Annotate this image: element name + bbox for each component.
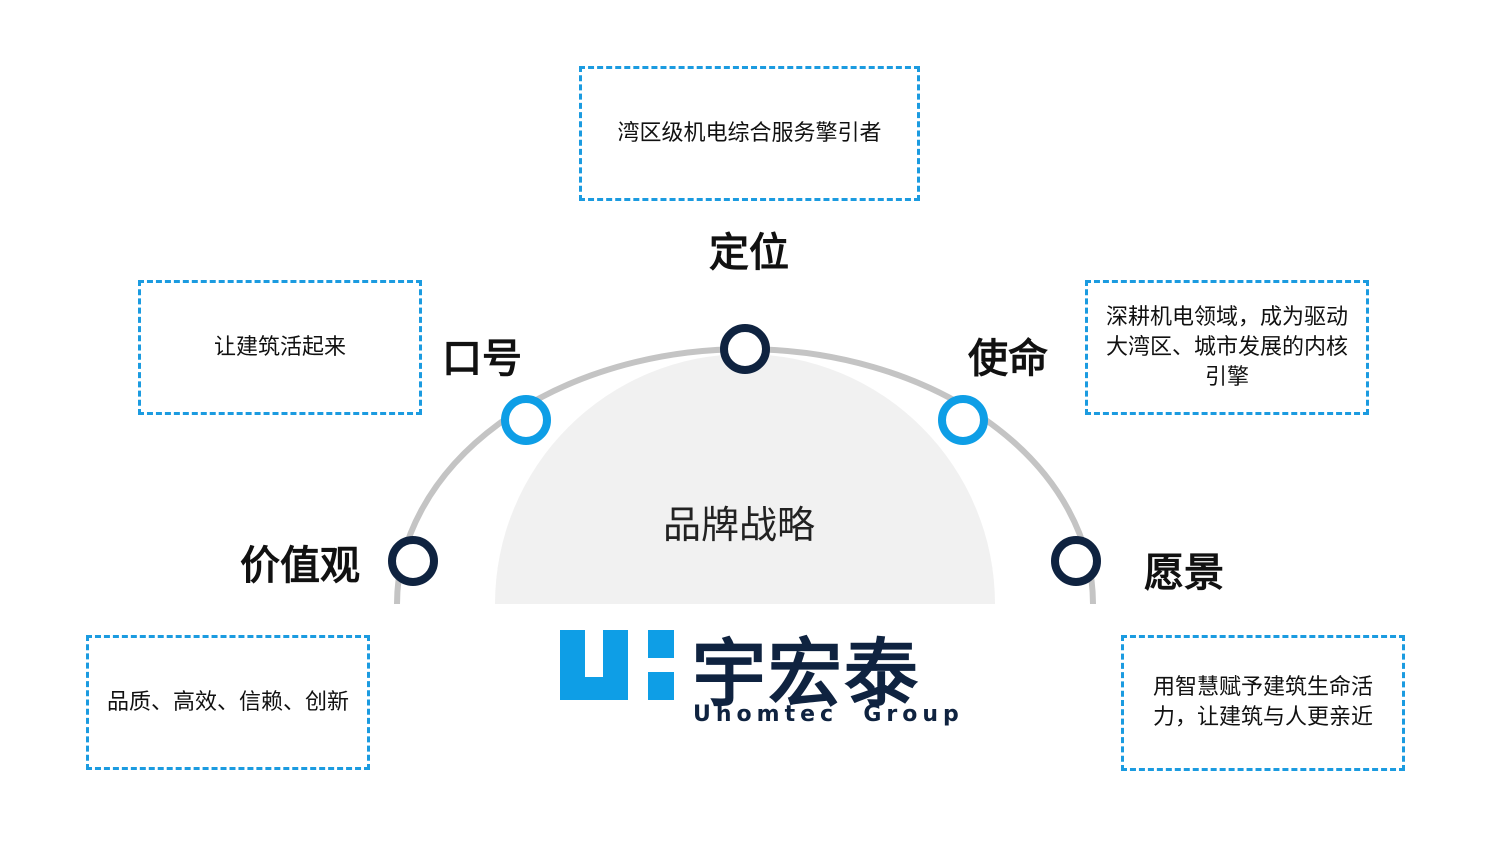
company-logo: 宇宏泰 Uhomtec Group — [560, 628, 960, 733]
vision-node-circle — [1051, 536, 1101, 586]
mission-node-circle — [938, 395, 988, 445]
slogan-label: 口号 — [442, 336, 522, 382]
vision-box: 用智慧赋予建筑生命活力，让建筑与人更亲近 — [1121, 635, 1405, 771]
values-node-circle — [388, 536, 438, 586]
logo-mark-icon — [560, 630, 674, 700]
vision-label: 愿景 — [1144, 550, 1224, 596]
positioning-node-circle — [720, 324, 770, 374]
values-label: 价值观 — [240, 543, 360, 589]
mission-box: 深耕机电领域，成为驱动大湾区、城市发展的内核引擎 — [1085, 280, 1369, 415]
logo-name-en: Uhomtec Group — [693, 702, 964, 727]
slogan-box: 让建筑活起来 — [138, 280, 422, 415]
positioning-label: 定位 — [709, 230, 789, 276]
vision-text: 用智慧赋予建筑生命活力，让建筑与人更亲近 — [1152, 675, 1373, 730]
mission-label: 使命 — [968, 336, 1048, 382]
center-dome — [495, 354, 995, 604]
logo-name-cn: 宇宏泰 — [692, 631, 920, 717]
values-text: 品质、高效、信赖、创新 — [106, 689, 349, 715]
positioning-box: 湾区级机电综合服务擎引者 — [579, 66, 920, 201]
values-box: 品质、高效、信赖、创新 — [86, 635, 370, 770]
mission-text: 深耕机电领域，成为驱动大湾区、城市发展的内核引擎 — [1105, 304, 1348, 390]
slogan-text: 让建筑活起来 — [213, 334, 346, 360]
slogan-node-circle — [501, 395, 551, 445]
center-title: 品牌战略 — [663, 503, 816, 547]
positioning-text: 湾区级机电综合服务擎引者 — [617, 120, 882, 146]
